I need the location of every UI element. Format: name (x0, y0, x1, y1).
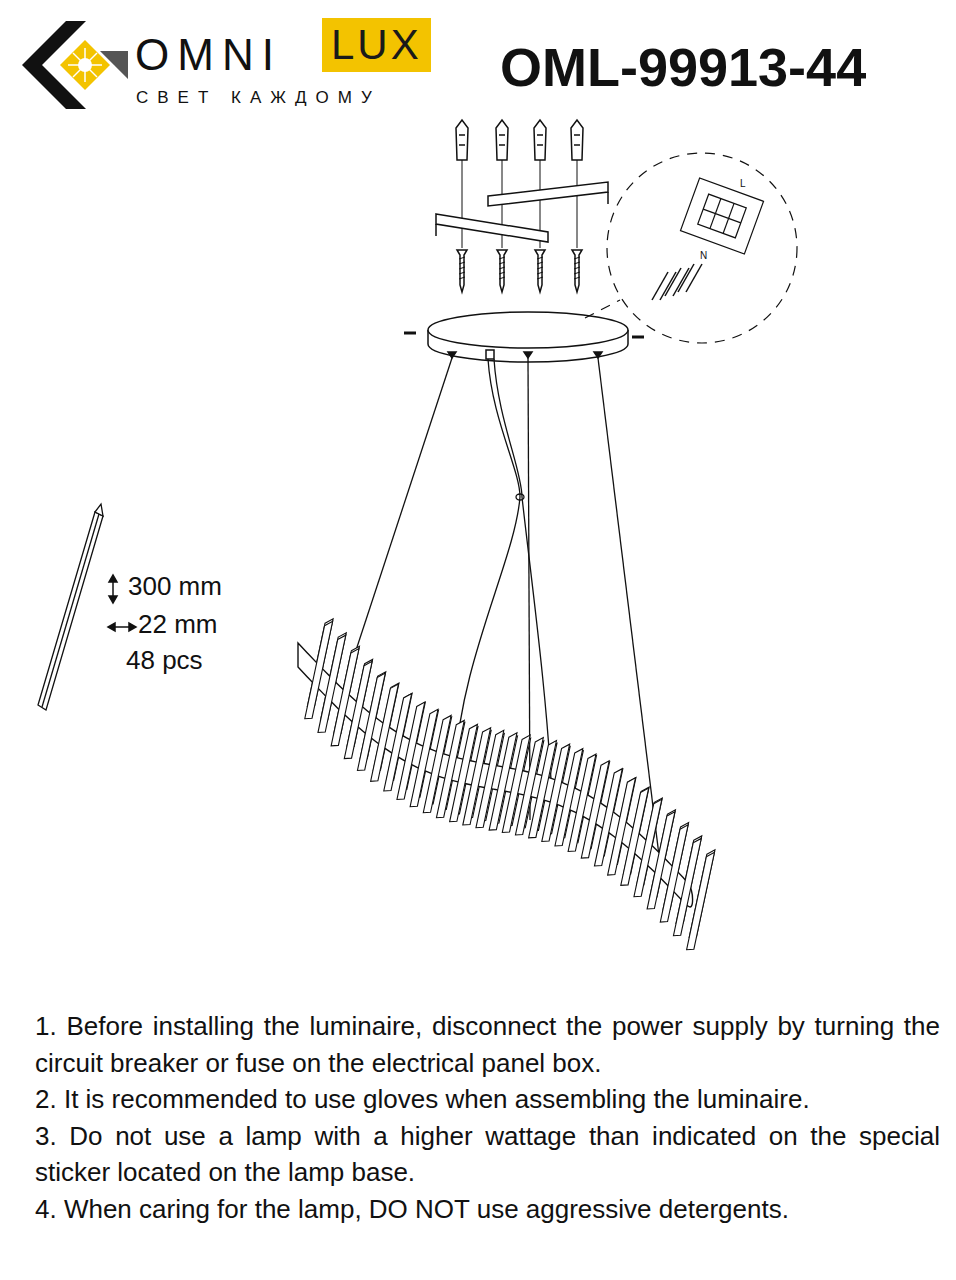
drawing-part (574, 144, 580, 146)
drawing-part (574, 272, 580, 274)
mounting-hardware (436, 120, 608, 292)
drawing-part (73, 53, 97, 77)
drawing-part (499, 277, 505, 279)
drawing-part (499, 257, 505, 259)
drawing-part (686, 264, 702, 292)
drawing-part (459, 144, 465, 146)
drawing-part (448, 352, 456, 358)
drawing-part (459, 267, 465, 269)
callout (585, 153, 797, 343)
drawing-part (459, 277, 465, 279)
canopy (404, 312, 644, 362)
instruction-note: 4. When caring for the lamp, DO NOT use … (35, 1191, 940, 1228)
drawing-part (585, 300, 620, 318)
drawing-part (129, 623, 136, 631)
drawing-part (534, 120, 546, 160)
logo-mark (22, 21, 128, 109)
drawing-part (680, 178, 763, 254)
drawing-part (574, 262, 580, 264)
notes: 1. Before installing the luminaire, disc… (35, 1008, 940, 1227)
drawing-part (486, 350, 494, 359)
instruction-note: 3. Do not use a lamp with a higher watta… (35, 1118, 940, 1191)
drawing-part (516, 494, 524, 500)
quantity: 48 pcs (126, 646, 203, 676)
drawing-part (537, 267, 543, 269)
drawing-part (73, 53, 97, 77)
drawing-part (577, 160, 578, 248)
drawing-part (632, 336, 644, 339)
dimension: 300 mm (128, 572, 222, 602)
logo-word: LUX (331, 24, 422, 66)
drawing-part (459, 257, 465, 259)
brand-slogan: СВЕТ КАЖДОМУ (136, 88, 381, 108)
drawing-part (574, 267, 580, 269)
drawing-part (488, 182, 608, 206)
drawing-part (574, 134, 580, 136)
suspension-wires (338, 358, 662, 880)
drawing-part (607, 153, 797, 343)
drawing-part (698, 194, 747, 238)
drawing-part (537, 277, 543, 279)
drawing-part (499, 262, 505, 264)
instruction-note: 2. It is recommended to use gloves when … (35, 1081, 940, 1118)
dimension: 22 mm (138, 610, 217, 640)
drawing-part (572, 250, 582, 292)
drawing-part (574, 257, 580, 259)
terminal-mark: N (700, 250, 707, 262)
drawing-part (38, 512, 103, 710)
drawing-part (678, 264, 694, 292)
drawing-part (687, 851, 715, 951)
drawing-part (499, 272, 505, 274)
drawing-part (680, 178, 763, 254)
model-title: OML-99913-44 (500, 36, 866, 98)
drawing-part (68, 48, 102, 82)
drawing-part (499, 267, 505, 269)
drawing-part (462, 160, 463, 248)
terminal-mark: L (740, 178, 746, 190)
drawing-part (535, 250, 545, 292)
drawing-part (594, 352, 602, 358)
brand-name: OMNI (135, 30, 282, 81)
drawing-part (571, 120, 583, 160)
drawing-part (537, 262, 543, 264)
drawing-part (703, 209, 741, 223)
drawing-part (108, 623, 115, 631)
logo-badge: LUX (322, 18, 431, 72)
drawing-part (456, 120, 468, 160)
drawing-part (499, 144, 505, 146)
drawing-part (537, 257, 543, 259)
drawing-part (537, 134, 543, 136)
drawing-part (60, 40, 110, 90)
drawing-part (499, 134, 505, 136)
drawing-part (496, 120, 508, 160)
crystal-rod (38, 504, 103, 710)
drawing-part (459, 272, 465, 274)
drawing-part (524, 352, 532, 358)
crystal-ring (298, 617, 715, 951)
drawing-part (537, 144, 543, 146)
drawing-part (497, 250, 507, 292)
drawing-part (537, 272, 543, 274)
drawing-part (459, 262, 465, 264)
drawing-part (459, 134, 465, 136)
drawing-part (435, 224, 437, 236)
drawing-part (109, 596, 117, 603)
drawing-part (298, 643, 693, 907)
drawing-part (607, 192, 609, 204)
drawing-part (574, 277, 580, 279)
drawing-part (455, 359, 520, 770)
instruction-note: 1. Before installing the luminaire, disc… (35, 1008, 940, 1081)
drawing-part (652, 264, 702, 300)
drawing-part (404, 332, 416, 335)
drawing-part (428, 312, 628, 348)
drawing-part (457, 250, 467, 292)
drawing-part (436, 214, 548, 242)
drawing-part (456, 120, 583, 292)
drawing-part (42, 514, 99, 707)
drawing-part (109, 575, 117, 582)
